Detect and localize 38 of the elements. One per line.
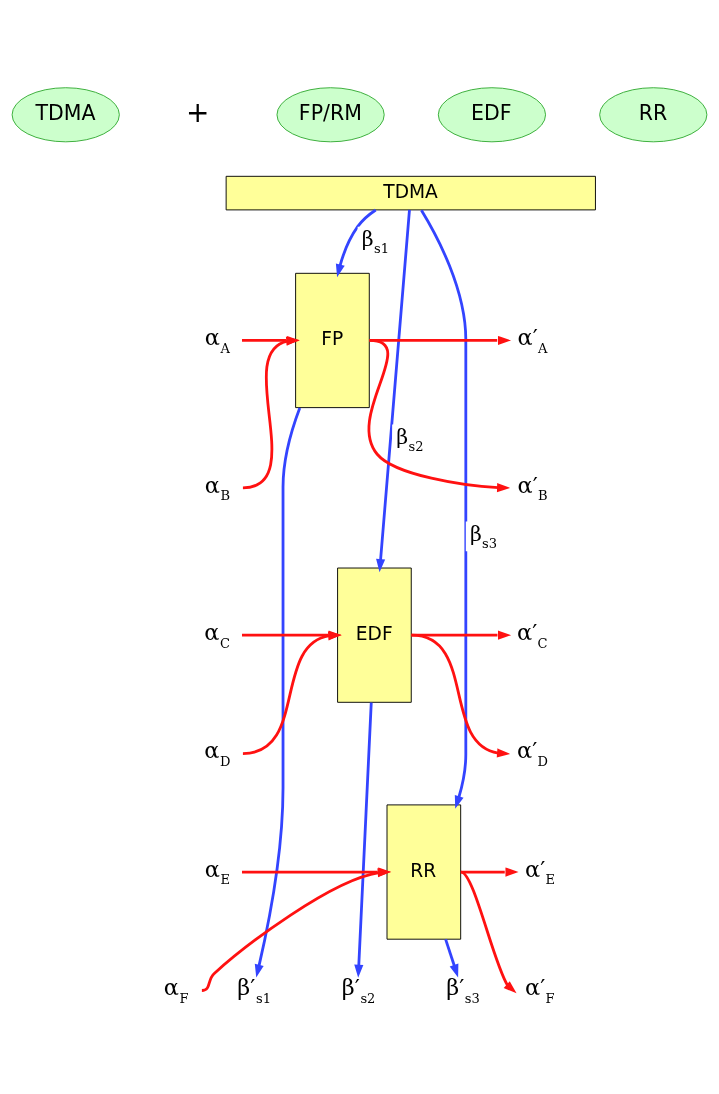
node-text: α′$_{A}$ [517, 323, 548, 356]
node-text: α′$_{F}$ [525, 973, 555, 1006]
node-text: α$_{A}$ [204, 323, 230, 356]
node-text: α$_{F}$ [163, 973, 189, 1006]
node-text: α$_{D}$ [204, 736, 231, 769]
node-ellipse: EDF [437, 86, 546, 142]
edge-label: β$_{s1}$ [361, 226, 389, 256]
node-text: α′$_{B}$ [517, 471, 548, 503]
node-text: α$_{B}$ [204, 471, 231, 503]
node-box: RR [386, 803, 462, 940]
edge-label: β$_{s3}$ [470, 521, 498, 551]
arrow [411, 633, 511, 757]
node-text: α$_{C}$ [204, 618, 231, 651]
node-ellipse: FP/RM [276, 86, 385, 142]
arrow [367, 338, 511, 492]
node-text: α′$_{E}$ [525, 855, 556, 887]
node-box: TDMA [225, 175, 596, 210]
node-ellipse: TDMA [11, 86, 120, 142]
node-text: β′$_{s3}$ [446, 973, 480, 1006]
arrow [254, 406, 302, 978]
node-text: α′$_{D}$ [517, 736, 549, 769]
arrow [444, 938, 459, 977]
arrow [460, 870, 517, 993]
arrow [369, 335, 512, 345]
node-text: α$_{E}$ [204, 855, 231, 887]
arrow [354, 702, 373, 978]
arrow [420, 209, 468, 809]
node-text: β′$_{s1}$ [237, 973, 271, 1006]
node-box: EDF [337, 567, 412, 703]
arrow [376, 209, 411, 572]
label: + [186, 95, 210, 129]
arrow [335, 208, 377, 277]
node-box: FP [295, 272, 370, 408]
node-ellipse: RR [599, 86, 708, 142]
arrow [411, 630, 512, 640]
node-text: α′$_{C}$ [517, 618, 548, 651]
edge-label: β$_{s2}$ [396, 424, 424, 454]
node-text: β′$_{s2}$ [341, 973, 376, 1006]
